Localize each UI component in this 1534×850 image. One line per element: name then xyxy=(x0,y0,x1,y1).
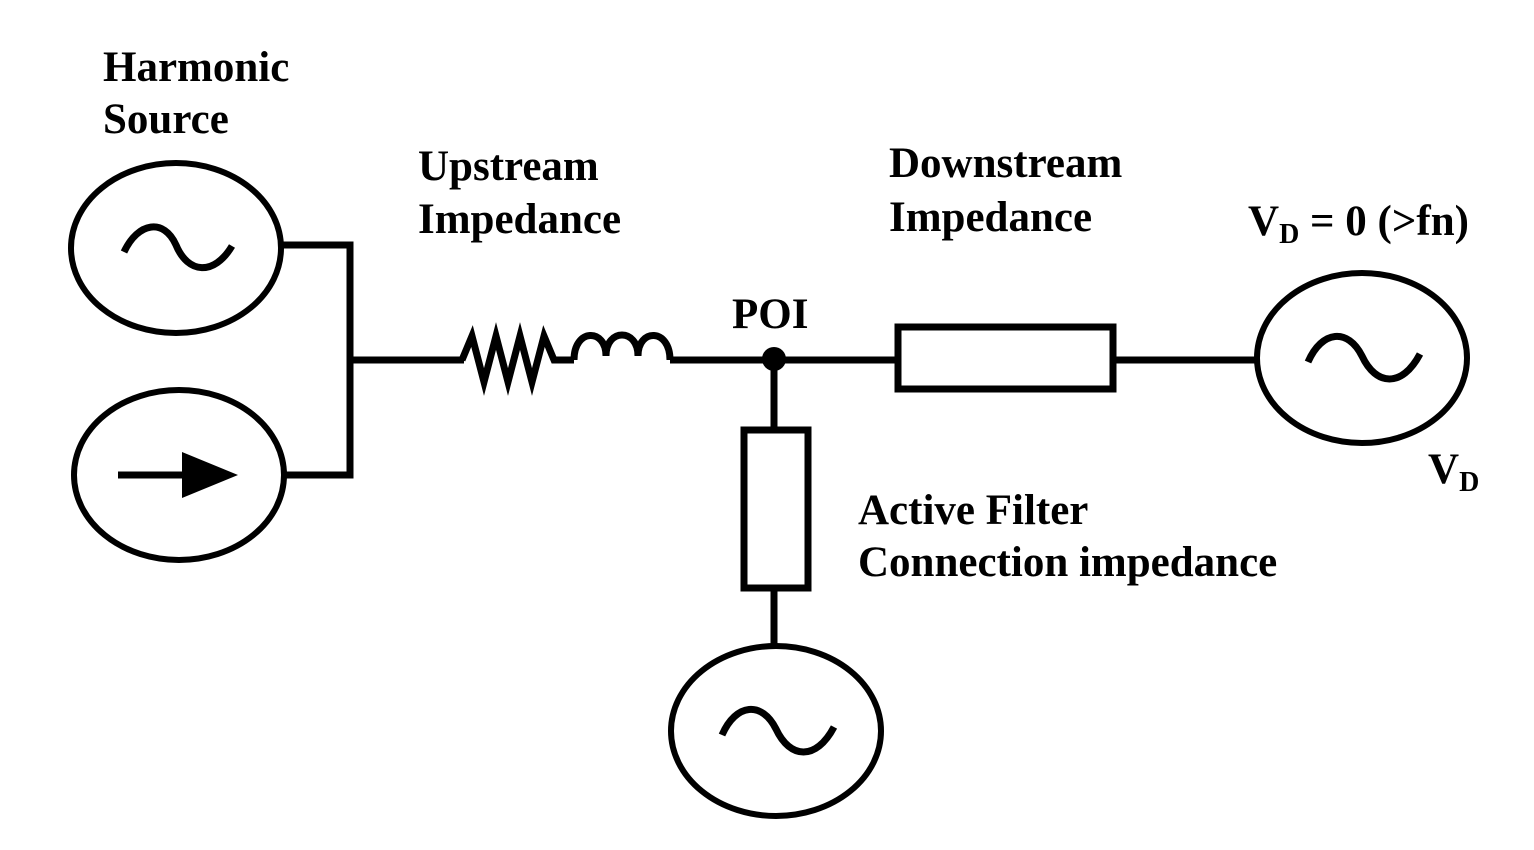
harmonic-current-source xyxy=(71,387,287,563)
downstream-impedance xyxy=(894,323,1258,393)
downstream-impedance-label-line2: Impedance xyxy=(889,194,1092,241)
vd-v: V xyxy=(1428,446,1459,493)
inductor-coils xyxy=(570,331,674,361)
sine-wave-icon xyxy=(120,223,236,272)
harmonic-source-label-line2: Source xyxy=(103,96,229,143)
upstream-impedance-label-line1: Upstream xyxy=(418,143,599,190)
poi-label: POI xyxy=(732,291,808,338)
source-bus-wires xyxy=(281,241,464,479)
vd-subscript: D xyxy=(1459,467,1479,498)
active-filter-voltage-source xyxy=(668,643,884,819)
sine-wave-icon xyxy=(718,706,838,756)
arrow-right-icon xyxy=(118,452,238,498)
vd-label: VD xyxy=(1428,446,1479,498)
poi-node xyxy=(762,347,786,371)
active-filter-branch xyxy=(740,360,812,646)
upstream-impedance xyxy=(458,322,898,396)
upstream-impedance-label-line2: Impedance xyxy=(418,196,621,243)
downstream-impedance-label-line1: Downstream xyxy=(889,140,1122,187)
vd-condition-v: V xyxy=(1248,198,1279,245)
harmonic-voltage-source xyxy=(68,160,284,336)
vd-condition-label: VD = 0 (>fn) xyxy=(1248,198,1469,250)
harmonic-source-label-line1: Harmonic xyxy=(103,44,289,91)
vd-condition-equation: = 0 (>fn) xyxy=(1299,198,1469,245)
downstream-voltage-source xyxy=(1254,270,1470,446)
resistor-zigzag xyxy=(458,322,574,396)
active-filter-label-line1: Active Filter xyxy=(858,487,1088,534)
sine-wave-icon xyxy=(1304,333,1424,383)
active-filter-label-line2: Connection impedance xyxy=(858,539,1277,586)
vd-condition-subscript: D xyxy=(1279,219,1299,250)
